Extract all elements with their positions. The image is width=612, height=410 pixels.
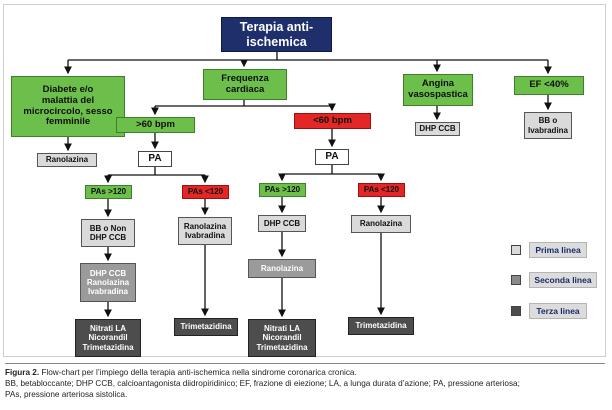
node-nitrati-left: Nitrati LA Nicorandil Trimetazidina [75, 319, 141, 357]
node-lt60-bpm: <60 bpm [294, 113, 371, 129]
caption-fig-number: Figura 2. [5, 368, 40, 377]
caption-abbreviations-1: BB, betabloccante; DHP CCB, calcioantago… [5, 379, 520, 389]
node-pa-left: PA [138, 151, 172, 167]
node-ranolazina-second: Ranolazina [248, 259, 316, 278]
node-pa-right: PA [315, 149, 349, 165]
node-gt60-bpm: >60 bpm [116, 117, 195, 133]
node-dhp-ccb-right: DHP CCB [258, 215, 306, 232]
node-pas-lt120-right: PAs <120 [358, 183, 405, 197]
figure-caption: Figura 2. Flow-chart per l’impiego della… [5, 363, 605, 400]
legend-swatch-second [511, 275, 521, 285]
caption-title-line: Figura 2. Flow-chart per l’impiego della… [5, 367, 605, 378]
node-bb-nondhp-ccb: BB o Non DHP CCB [81, 219, 135, 247]
node-ranolazina-diabete: Ranolazina [37, 153, 97, 167]
node-trimetazidina-right: Trimetazidina [348, 317, 414, 335]
node-bb-ivabradina-ef: BB o Ivabradina [524, 112, 572, 139]
legend-swatch-third [511, 306, 521, 316]
node-diabete: Diabete e/o malattia del microcircolo, s… [11, 76, 125, 137]
caption-title: Flow-chart per l’impiego della terapia a… [39, 368, 357, 377]
node-pas-gt120-left: PAs >120 [85, 185, 132, 199]
node-dhp-ranolazina-ivabradina: DHP CCB Ranolazina Ivabradina [80, 263, 136, 302]
node-ef: EF <40% [514, 76, 584, 95]
node-angina-vasospastica: Angina vasospastica [403, 74, 473, 106]
legend-label-second: Seconda linea [529, 272, 597, 288]
legend-label-first: Prima linea [529, 242, 587, 258]
legend-label-third: Terza linea [529, 303, 587, 319]
caption-abbreviations-2: PAs, pressione arteriosa sistolica. [5, 390, 128, 400]
node-dhp-ccb-angina: DHP CCB [415, 122, 460, 136]
node-terapia-antiischemica: Terapia anti- ischemica [221, 17, 332, 52]
node-ranolazina-ivabradina: Ranolazina Ivabradina [178, 217, 232, 245]
node-ranolazina-right: Ranolazina [351, 215, 411, 233]
node-pas-gt120-right: PAs >120 [259, 183, 306, 197]
node-nitrati-right: Nitrati LA Nicorandil Trimetazidina [248, 319, 316, 357]
node-frequenza-cardiaca: Frequenza cardiaca [203, 69, 287, 100]
legend-swatch-first [511, 245, 521, 255]
node-pas-lt120-left: PAs <120 [182, 185, 229, 199]
node-trimetazidina-left: Trimetazidina [174, 318, 238, 336]
